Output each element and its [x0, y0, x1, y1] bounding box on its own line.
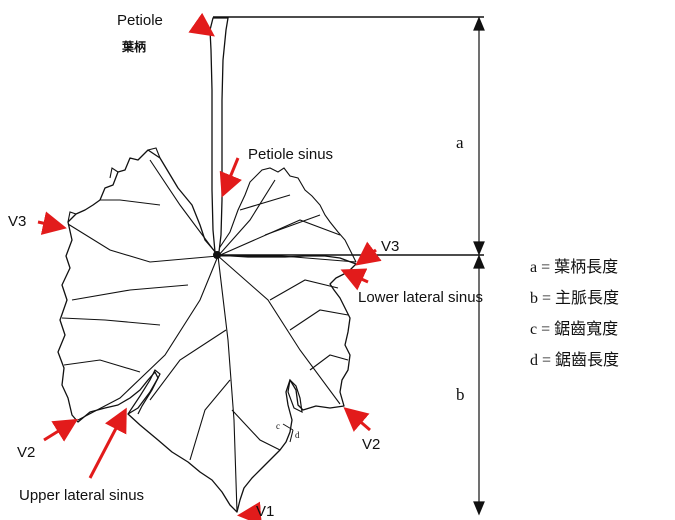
tooth-measure-marks: [282, 423, 294, 443]
petiole-stalk: [209, 17, 229, 253]
v2-left-pointer-arrow: [43, 418, 79, 442]
pointer-arrows: [37, 12, 382, 520]
v1-label: V1: [256, 503, 274, 520]
v2-right-label: V2: [362, 436, 380, 453]
leaf-outline: [57, 149, 357, 513]
v3-right-label: V3: [381, 238, 399, 255]
v2-left-label: V2: [17, 444, 35, 461]
dimension-b-arrow: [473, 254, 485, 516]
legend-item-a: a = 葉柄長度: [530, 259, 619, 276]
v3-right-pointer-arrow: [355, 241, 382, 266]
v2-right-pointer-arrow: [343, 407, 371, 432]
dimension-a-label: a: [456, 133, 464, 152]
tooth-length-label-d: d: [295, 430, 300, 440]
leaf-veins: [61, 159, 357, 513]
lower-sinus-pointer-arrow: [340, 268, 369, 291]
measurement-legend: a = 葉柄長度 b = 主脈長度 c = 鋸齒寬度 d = 鋸齒長度: [530, 252, 675, 376]
v3-left-label: V3: [8, 213, 26, 230]
dimension-b-label: b: [456, 385, 465, 404]
upper-sinus-right: [287, 378, 303, 414]
petiole-junction-dot: [213, 251, 221, 259]
upper-lateral-sinus-label: Upper lateral sinus: [19, 487, 144, 504]
petiole-label-cn: 葉柄: [121, 39, 146, 54]
legend-item-c: c = 鋸齒寬度: [530, 321, 619, 338]
dimension-a-arrow: [473, 16, 485, 256]
v1-pointer-arrow: [237, 501, 262, 520]
petiole-sinus-label: Petiole sinus: [248, 146, 333, 163]
tooth-width-label-c: c: [276, 421, 280, 431]
upper-sinus-pointer-arrow: [88, 407, 127, 479]
petiole-sinus-pointer-arrow: [219, 157, 242, 198]
leaf-serrations: [67, 147, 357, 263]
petiole-label: Petiole: [117, 12, 163, 29]
upper-sinus-left: [127, 369, 161, 415]
legend-item-d: d = 鋸齒長度: [530, 352, 620, 369]
lower-lateral-sinus-label: Lower lateral sinus: [358, 289, 483, 306]
petiole-pointer-arrow: [188, 12, 215, 37]
v3-left-pointer-arrow: [37, 211, 67, 235]
legend-item-b: b = 主脈長度: [530, 290, 620, 307]
